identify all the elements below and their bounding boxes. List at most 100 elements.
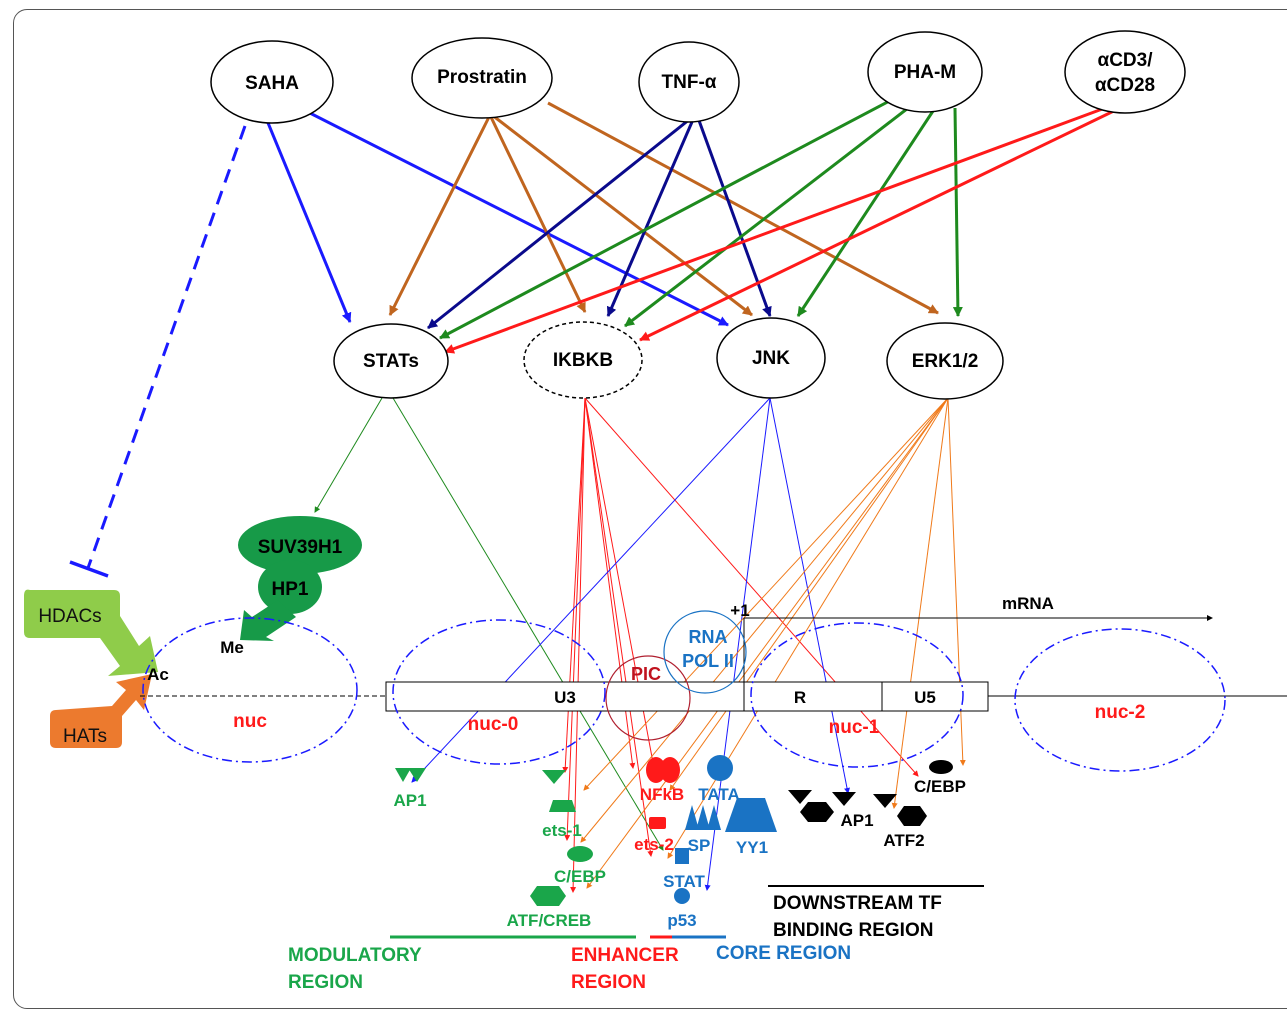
kinase-erk[interactable]: ERK1/2 [886, 322, 1004, 400]
atf2-label: ATF2 [883, 831, 924, 850]
nfkb-label: NFkB [640, 785, 684, 804]
prostratin-label: Prostratin [437, 67, 527, 88]
modulatory-label-1: MODULATORY [288, 945, 422, 966]
nuc-label: nuc [233, 711, 267, 732]
erk-label: ERK1/2 [912, 351, 979, 372]
stimulus-saha[interactable]: SAHA [210, 40, 334, 124]
ap1-left-label: AP1 [393, 791, 426, 810]
arrow-prostratin-ikbkb [488, 114, 587, 313]
tf-cebp-right: C/EBP [914, 760, 966, 796]
r-region [743, 681, 883, 712]
u5-region [881, 681, 989, 712]
arrow-stats-suv [314, 397, 383, 513]
stats-label: STATs [363, 351, 419, 372]
u5-label: U5 [914, 688, 936, 707]
r-label: R [794, 688, 806, 707]
tf-nfkb: NFkB [640, 757, 684, 804]
pic-label: PIC [631, 664, 661, 684]
suv39h1-label: SUV39H1 [258, 537, 343, 558]
kinase-stats[interactable]: STATs [333, 323, 449, 399]
nuc-0 [392, 619, 606, 765]
tnf-label: TNF-α [662, 72, 717, 93]
kinase-ikbkb[interactable]: IKBKB [523, 321, 643, 399]
suv39h1-hp1-complex: SUV39H1 HP1 [238, 516, 362, 641]
tata-label: TATA [698, 785, 740, 804]
ets1-label: ets-1 [542, 821, 582, 840]
hp1-label: HP1 [272, 579, 309, 600]
enhancer-label-1: ENHANCER [571, 945, 679, 966]
stimulus-tnf[interactable]: TNF-α [638, 41, 740, 123]
kinase-tf-arrows [314, 397, 966, 893]
arrow-pham-erk [952, 107, 963, 317]
nuc-2 [1014, 628, 1226, 772]
tf-ets1-top-shape [542, 770, 566, 784]
arrow-acd3-stats [444, 106, 1106, 354]
stat-label: STAT [663, 872, 705, 891]
region-markers [390, 885, 984, 939]
tf-atf2: ATF2 [873, 794, 927, 850]
hdacs-arrow: HDACs [24, 589, 158, 676]
stimulus-arrows [264, 96, 1121, 354]
pic-complex: PIC [605, 655, 691, 741]
arrow-saha-stats [264, 117, 352, 323]
nuc2-label: nuc-2 [1095, 702, 1146, 723]
tf-ets2-shape [649, 817, 666, 829]
stimulus-pham[interactable]: PHA-M [867, 31, 983, 113]
nucleosomes [142, 617, 1226, 772]
arrow-prostratin-jnk [491, 113, 753, 317]
tf-tata: TATA [698, 755, 740, 804]
cebp-right-label: C/EBP [914, 777, 966, 796]
arrow-tnf-ikbkb [606, 114, 697, 317]
downstream-label-1: DOWNSTREAM TF [773, 893, 942, 914]
tf-cebp-left-shape [567, 846, 593, 862]
tf-sp: SP [675, 805, 721, 864]
yy1-label: YY1 [736, 838, 768, 857]
downstream-label-2: BINDING REGION [773, 920, 933, 941]
stimulus-acd3-acd28[interactable]: αCD3/ αCD28 [1064, 30, 1186, 114]
arrow-prostratin-stats [388, 114, 492, 316]
acd3-label: αCD3/ [1098, 50, 1154, 71]
arrow-acd3-ikbkb [639, 106, 1121, 342]
rna-pol-ii: RNA POL II [663, 610, 747, 694]
plus1-label: +1 [730, 601, 749, 620]
hdacs-label: HDACs [38, 606, 101, 627]
arrow-stats-stat [392, 397, 664, 851]
arrow-pham-stats [439, 96, 896, 340]
arrow-saha-jnk [299, 106, 729, 327]
p53-label: p53 [667, 911, 696, 930]
tf-ap1-left: AP1 [393, 768, 427, 810]
arrow-prostratin-erk [547, 101, 939, 315]
hats-label: HATs [63, 726, 107, 747]
cebp-left-label: C/EBP [554, 867, 606, 886]
jnk-label: JNK [752, 348, 790, 369]
arrow-pham-jnk [796, 107, 937, 317]
modulatory-label-2: REGION [288, 972, 363, 993]
nuc0-label: nuc-0 [468, 714, 519, 735]
sp-label: SP [688, 836, 711, 855]
tf-ap1-right: AP1 [788, 790, 874, 830]
stimulus-prostratin[interactable]: Prostratin [411, 37, 553, 119]
arrow-tnf-stats [427, 113, 696, 330]
tf-yy1: YY1 [725, 798, 777, 857]
ikbkb-label: IKBKB [553, 350, 613, 371]
acd28-label: αCD28 [1095, 75, 1155, 96]
hats-arrow: HATs [50, 674, 152, 748]
ap1-right-label: AP1 [840, 811, 873, 830]
nuc [142, 617, 358, 763]
nuc-1 [750, 622, 964, 768]
pol-ii-label: POL II [682, 651, 734, 671]
rna-label: RNA [689, 627, 728, 647]
mrna-label: mRNA [1002, 594, 1054, 613]
enhancer-label-2: REGION [571, 972, 646, 993]
arrow-pham-ikbkb [624, 103, 913, 328]
core-region-label: CORE REGION [716, 943, 851, 964]
kinase-jnk[interactable]: JNK [716, 317, 826, 399]
ets2-label: ets-2 [634, 835, 674, 854]
ac-label: Ac [147, 665, 169, 684]
me-label: Me [220, 638, 244, 657]
transcription-start: +1 mRNA [730, 594, 1213, 682]
u3-label: U3 [554, 688, 576, 707]
tf-ets1-shape [549, 800, 576, 812]
tf-p53-shape [674, 888, 690, 904]
